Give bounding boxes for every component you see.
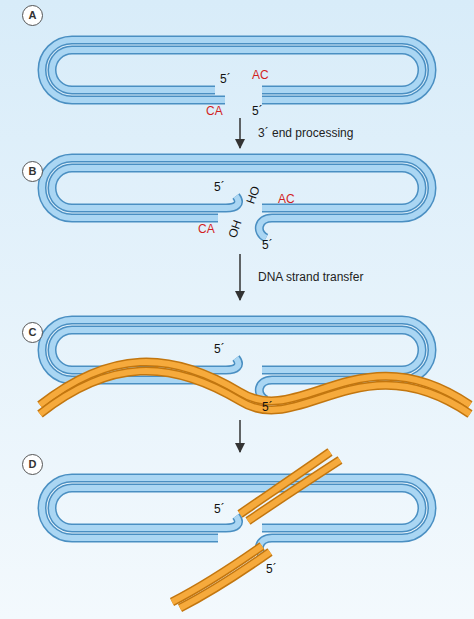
target-dna-c bbox=[40, 362, 470, 414]
strand-end-label: OH bbox=[225, 218, 244, 240]
step-label: DNA strand transfer bbox=[258, 270, 363, 284]
panel-node: C 5´ 5´ bbox=[20, 300, 460, 420]
strand-end-label: 5´ bbox=[266, 562, 277, 576]
step-arrow bbox=[239, 254, 241, 300]
viral-dna-d bbox=[42, 478, 432, 558]
target-dna-d bbox=[172, 452, 340, 608]
panel-letter: D bbox=[22, 454, 43, 475]
step-label: 3´ end processing bbox=[258, 126, 353, 140]
strand-end-label: 5´ bbox=[262, 238, 273, 252]
step-arrow bbox=[239, 420, 241, 452]
strand-end-label: CA bbox=[198, 222, 215, 236]
step-arrow bbox=[239, 118, 241, 148]
strand-end-label: 5´ bbox=[252, 104, 263, 118]
strand-end-label: 5´ bbox=[214, 502, 225, 516]
strand-end-label: AC bbox=[278, 192, 295, 206]
panel-letter: B bbox=[22, 161, 43, 182]
strand-end-label: 5´ bbox=[214, 180, 225, 194]
panel-node: D 5´ 5´ bbox=[20, 452, 460, 612]
strand-end-label: CA bbox=[206, 104, 223, 118]
panel-node: B 5´ HO AC OH CA 5´ bbox=[20, 148, 460, 254]
strand-end-label: 5´ bbox=[220, 72, 231, 86]
strand-end-label: 5´ bbox=[262, 400, 273, 414]
strand-end-label: AC bbox=[252, 68, 269, 82]
panel-letter: C bbox=[22, 322, 43, 343]
viral-dna-a bbox=[42, 40, 432, 100]
panel-node: A 5´ AC CA 5´ bbox=[20, 4, 460, 118]
panel-letter: A bbox=[22, 5, 43, 26]
strand-end-label: HO bbox=[243, 184, 262, 206]
strand-end-label: 5´ bbox=[214, 342, 225, 356]
